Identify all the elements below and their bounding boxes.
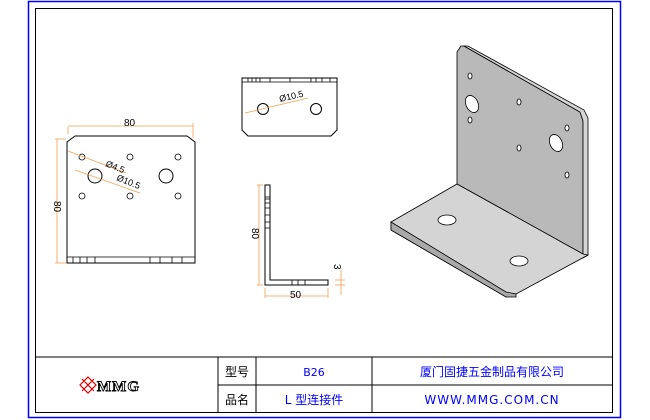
- small-hole-label: Ø4.5: [104, 159, 126, 176]
- side-view: 80 50 3: [249, 184, 345, 301]
- top-view: Ø10.5: [241, 77, 338, 137]
- side-height-dim: 80: [249, 228, 260, 240]
- large-hole-label: Ø10.5: [115, 173, 141, 191]
- title-block: [35, 356, 613, 412]
- model-value: B26: [303, 366, 325, 379]
- company-logo: MMG: [79, 376, 140, 395]
- logo-text: MMG: [97, 379, 140, 395]
- front-height-dim: 80: [51, 201, 62, 213]
- outer-frame: [27, 0, 622, 419]
- product-name: L 型连接件: [285, 392, 344, 407]
- front-width-dim: 80: [124, 118, 136, 129]
- company-name: 厦门固捷五金制品有限公司: [420, 364, 564, 379]
- front-view: 80 80 Ø4.5 Ø10.5: [51, 118, 196, 264]
- isometric-view: [390, 45, 590, 298]
- website: WWW.MMG.COM.CN: [424, 393, 559, 407]
- name-label: 品名: [225, 392, 249, 407]
- thickness-dim: 3: [331, 264, 342, 270]
- side-width-dim: 50: [290, 290, 302, 301]
- inner-frame: [35, 8, 613, 413]
- model-label: 型号: [225, 365, 249, 379]
